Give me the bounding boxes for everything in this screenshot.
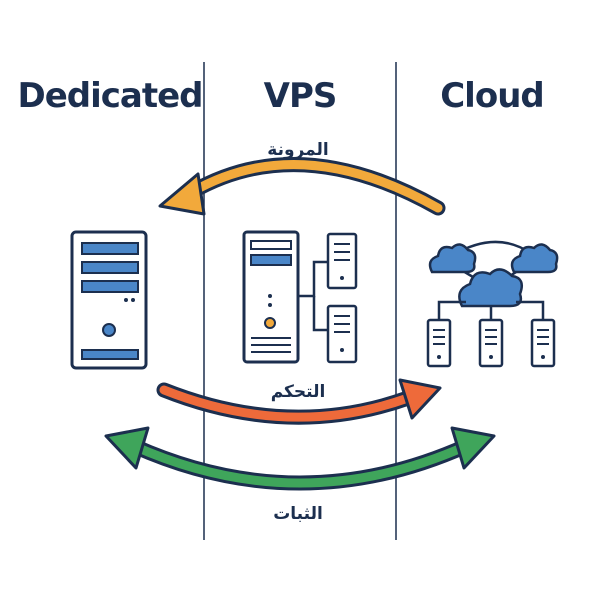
title-cloud: Cloud bbox=[440, 76, 545, 116]
flexibility-arrow bbox=[158, 157, 446, 216]
title-dedicated: Dedicated bbox=[17, 76, 203, 116]
flexibility-label: المرونة bbox=[267, 140, 329, 160]
cloud-network-icon bbox=[426, 240, 559, 368]
stability-label: الثبات bbox=[273, 504, 323, 524]
stability-arrow bbox=[104, 426, 496, 491]
title-vps: VPS bbox=[263, 76, 338, 116]
control-label: التحكم bbox=[270, 382, 326, 402]
control-arrow bbox=[156, 378, 442, 425]
tower-server-icon bbox=[70, 230, 148, 370]
virtual-servers-icon bbox=[242, 230, 358, 364]
